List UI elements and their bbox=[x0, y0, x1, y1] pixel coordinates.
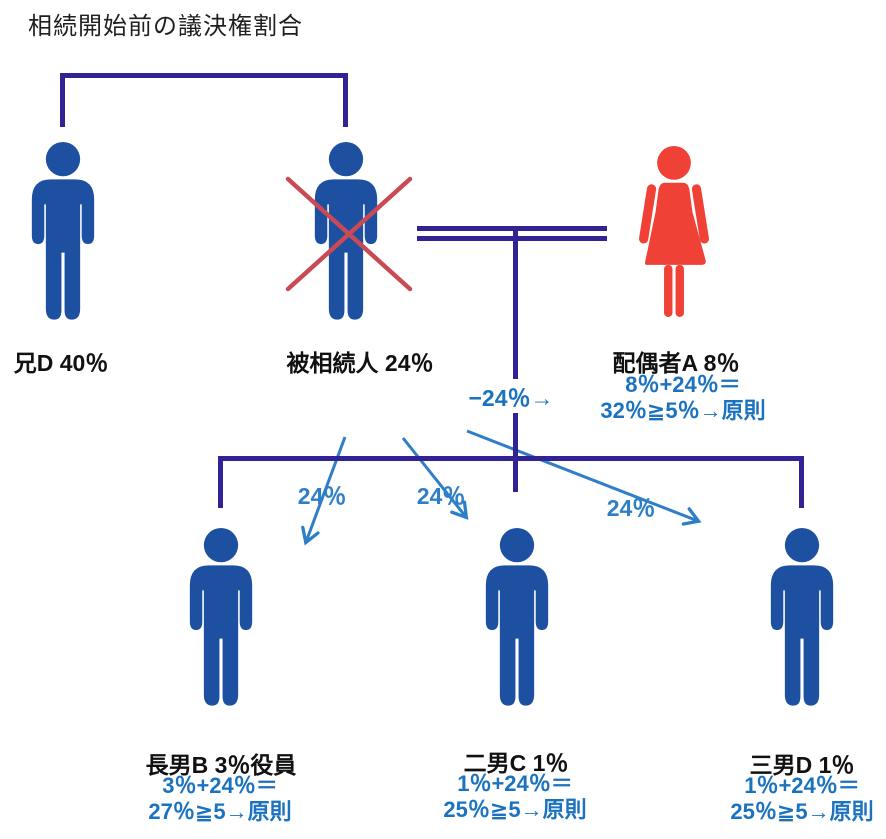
label-son-c: 二男C 1％ bbox=[463, 750, 569, 776]
label-24-to-son-d: 24％ bbox=[606, 495, 656, 521]
marriage-double-line bbox=[417, 226, 607, 241]
label-brother: 兄D 40％ bbox=[13, 350, 109, 376]
formula-son-d: 1％+24％＝ 25％≧5→原則 bbox=[730, 773, 873, 825]
diagram-title: 相続開始前の議決権割合 bbox=[28, 13, 303, 40]
sibling-connector-line bbox=[60, 73, 348, 127]
marriage-to-children-line bbox=[513, 231, 518, 492]
male-person-icon-son-c bbox=[485, 528, 549, 706]
male-person-icon-son-d bbox=[770, 528, 834, 706]
formula-spouse-line2: 32％≧5％→原則 bbox=[600, 398, 766, 423]
label-decedent: 被相続人 24％ bbox=[286, 350, 434, 376]
formula-spouse: 8％+24％＝ 32％≧5％→原則 bbox=[600, 372, 765, 424]
label-son-d: 三男D 1％ bbox=[749, 752, 855, 778]
label-24-to-son-b: 24％ bbox=[297, 483, 347, 509]
formula-son-b-line2: 27％≧5→原則 bbox=[148, 799, 292, 824]
formula-son-d-line2: 25％≧5→原則 bbox=[730, 799, 874, 824]
formula-son-d-line1: 1％+24％＝ bbox=[744, 773, 860, 798]
formula-son-c: 1％+24％＝ 25％≧5→原則 bbox=[443, 771, 586, 823]
formula-son-b-line1: 3％+24％＝ bbox=[162, 773, 278, 798]
label-24-to-son-c: 24％ bbox=[416, 483, 466, 509]
label-spouse: 配偶者A 8％ bbox=[612, 350, 740, 376]
deceased-cross-icon bbox=[285, 176, 413, 292]
female-person-icon-spouse bbox=[638, 146, 710, 317]
male-person-icon-son-b bbox=[189, 528, 253, 706]
formula-son-c-line1: 1％+24％＝ bbox=[457, 771, 573, 796]
label-son-b: 長男B 3％役員 bbox=[145, 752, 297, 778]
male-person-icon-brother bbox=[31, 142, 95, 320]
formula-son-b: 3％+24％＝ 27％≧5→原則 bbox=[148, 773, 291, 825]
label-minus-24: −24％→ bbox=[465, 379, 557, 413]
formula-son-c-line2: 25％≧5→原則 bbox=[443, 797, 587, 822]
formula-spouse-line1: 8％+24％＝ bbox=[625, 372, 741, 397]
